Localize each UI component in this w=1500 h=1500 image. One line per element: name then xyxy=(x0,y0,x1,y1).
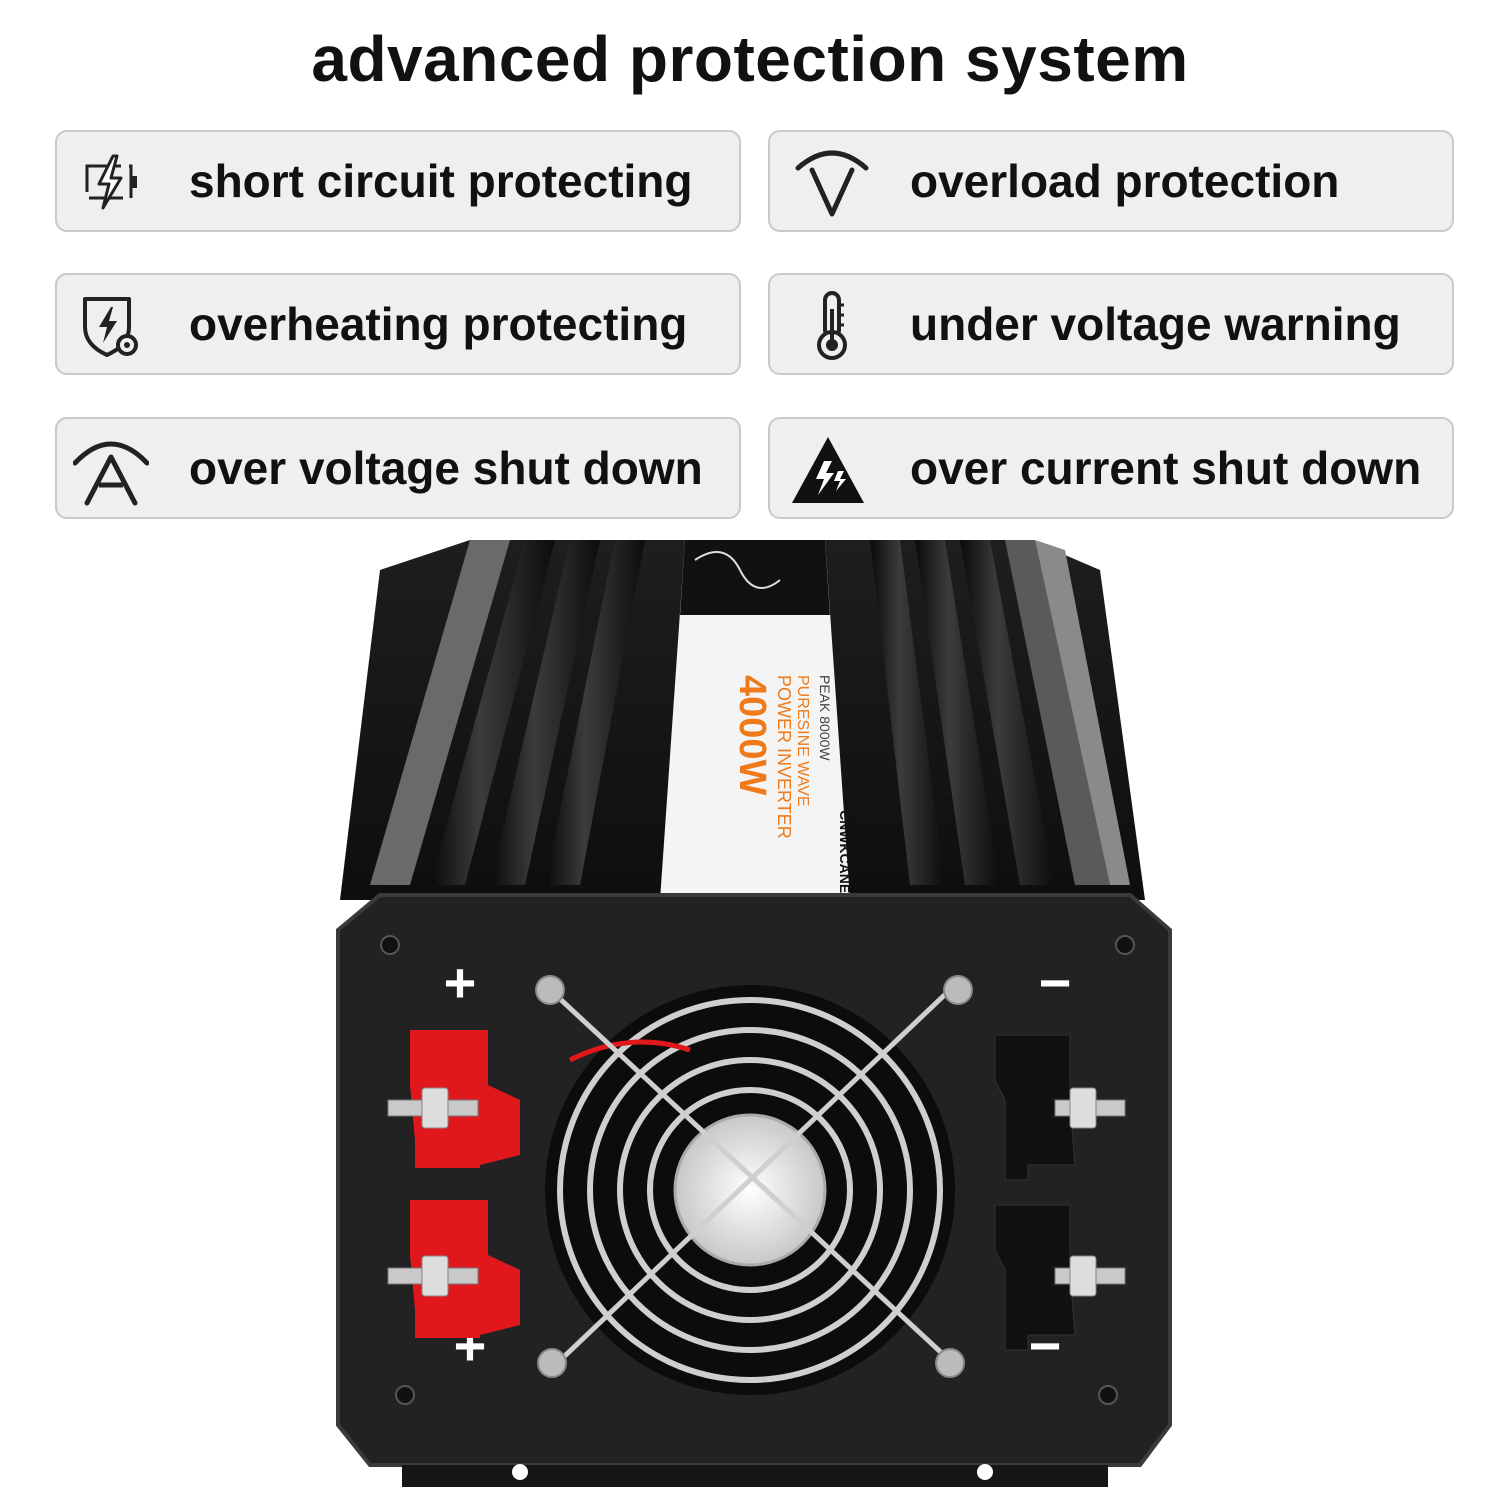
positive-terminal xyxy=(387,1030,520,1168)
product-name-text: POWER INVERTER xyxy=(774,675,794,839)
feature-short-circuit: short circuit protecting xyxy=(55,130,741,232)
feature-label: overload protection xyxy=(910,155,1340,207)
feature-label: under voltage warning xyxy=(910,298,1401,350)
screw-icon xyxy=(380,935,400,955)
battery-bolt-icon xyxy=(85,154,137,210)
feature-over-voltage: over voltage shut down xyxy=(55,417,741,519)
feature-label: over voltage shut down xyxy=(189,442,703,494)
product-label: 4000W POWER INVERTER PURESINE WAVE PEAK … xyxy=(660,540,853,900)
over-voltage-arc-icon xyxy=(73,441,149,506)
negative-terminal xyxy=(994,1204,1126,1351)
screw-icon xyxy=(395,1385,415,1405)
power-rating-text: 4000W xyxy=(731,675,773,796)
brand-text: CNWKCANEI xyxy=(837,810,853,897)
feature-overheating: overheating protecting xyxy=(55,273,741,375)
inverter-image: 4000W POWER INVERTER PURESINE WAVE PEAK … xyxy=(336,540,1172,1487)
heatsink-fins xyxy=(370,540,1130,885)
feature-under-voltage: under voltage warning xyxy=(768,273,1454,375)
feature-over-current: over current shut down xyxy=(768,417,1454,519)
screw-icon xyxy=(1115,935,1135,955)
feature-label: overheating protecting xyxy=(189,298,688,350)
wave-type-text: PURESINE WAVE xyxy=(794,675,811,807)
cooling-fan xyxy=(535,975,973,1395)
positive-mark: + xyxy=(444,951,477,1014)
thermometer-icon xyxy=(817,291,847,360)
positive-terminal xyxy=(387,1200,520,1338)
negative-terminal xyxy=(994,1034,1126,1181)
feature-label: short circuit protecting xyxy=(189,155,693,207)
screw-icon xyxy=(1098,1385,1118,1405)
overload-arc-icon xyxy=(795,150,869,217)
feature-overload: overload protection xyxy=(768,130,1454,232)
warning-bolt-icon xyxy=(792,437,864,503)
peak-power-text: PEAK 8000W xyxy=(817,675,833,761)
page-title: advanced protection system xyxy=(311,23,1189,95)
negative-mark: − xyxy=(1039,951,1072,1014)
feature-label: over current shut down xyxy=(910,442,1422,494)
shield-bolt-icon xyxy=(83,297,138,357)
